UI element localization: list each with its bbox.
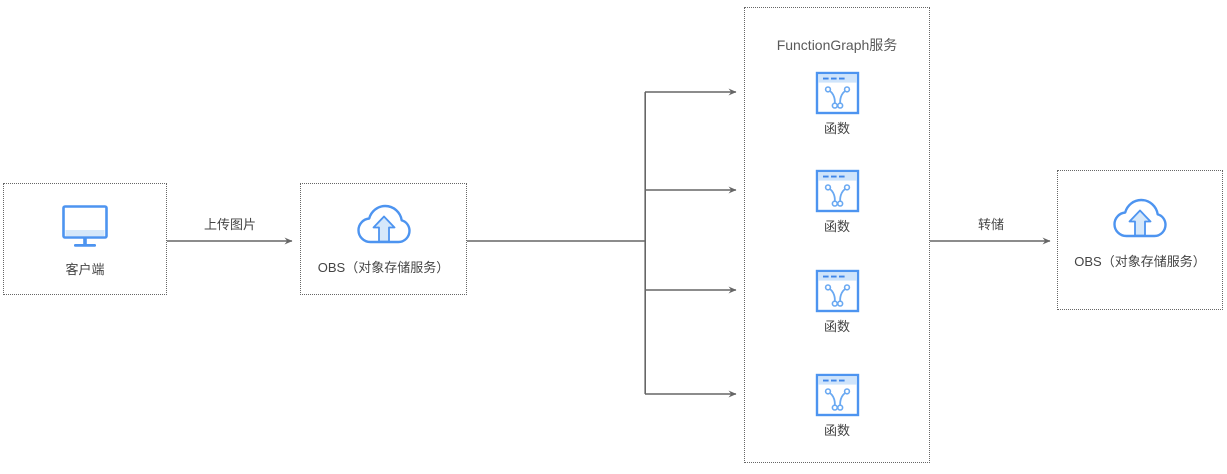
edge-label-dump: 转储 <box>977 217 1004 232</box>
function-window-icon-svg <box>815 71 859 115</box>
node-obs-source-label: OBS（对象存储服务） <box>317 260 450 275</box>
function-node-2[interactable]: 函数 <box>745 169 929 235</box>
function-window-icon-svg <box>815 373 859 417</box>
cloud-upload-icon <box>301 200 466 248</box>
cloud-upload-icon <box>1058 194 1222 242</box>
cloud-upload-icon-svg <box>356 204 411 244</box>
function-node-1[interactable]: 函数 <box>745 71 929 137</box>
function-window-icon <box>745 373 929 417</box>
node-obs-target[interactable]: OBS（对象存储服务） <box>1057 170 1223 310</box>
function-node-4[interactable]: 函数 <box>745 373 929 439</box>
function-window-icon-svg <box>815 269 859 313</box>
node-client[interactable]: 客户端 <box>3 183 167 295</box>
edge-label-upload: 上传图片 <box>203 217 256 232</box>
node-obs-source[interactable]: OBS（对象存储服务） <box>300 183 467 295</box>
node-client-label: 客户端 <box>65 262 105 277</box>
function-node-3-label: 函数 <box>823 319 850 334</box>
function-node-4-label: 函数 <box>823 423 850 438</box>
function-window-icon <box>745 71 929 115</box>
function-window-icon-svg <box>815 169 859 213</box>
desktop-monitor-icon <box>4 204 166 250</box>
function-node-1-label: 函数 <box>823 121 850 136</box>
function-window-icon <box>745 169 929 213</box>
function-window-icon <box>745 269 929 313</box>
function-node-3[interactable]: 函数 <box>745 269 929 335</box>
group-functiongraph-title: FunctionGraph服务 <box>776 37 898 53</box>
edge-obs-to-trunk <box>467 92 647 394</box>
group-functiongraph[interactable]: FunctionGraph服务 函数 <box>744 7 930 463</box>
node-obs-target-label: OBS（对象存储服务） <box>1074 254 1206 269</box>
function-node-2-label: 函数 <box>823 219 850 234</box>
desktop-monitor-icon-svg <box>62 205 108 247</box>
cloud-upload-icon-svg <box>1113 198 1167 238</box>
